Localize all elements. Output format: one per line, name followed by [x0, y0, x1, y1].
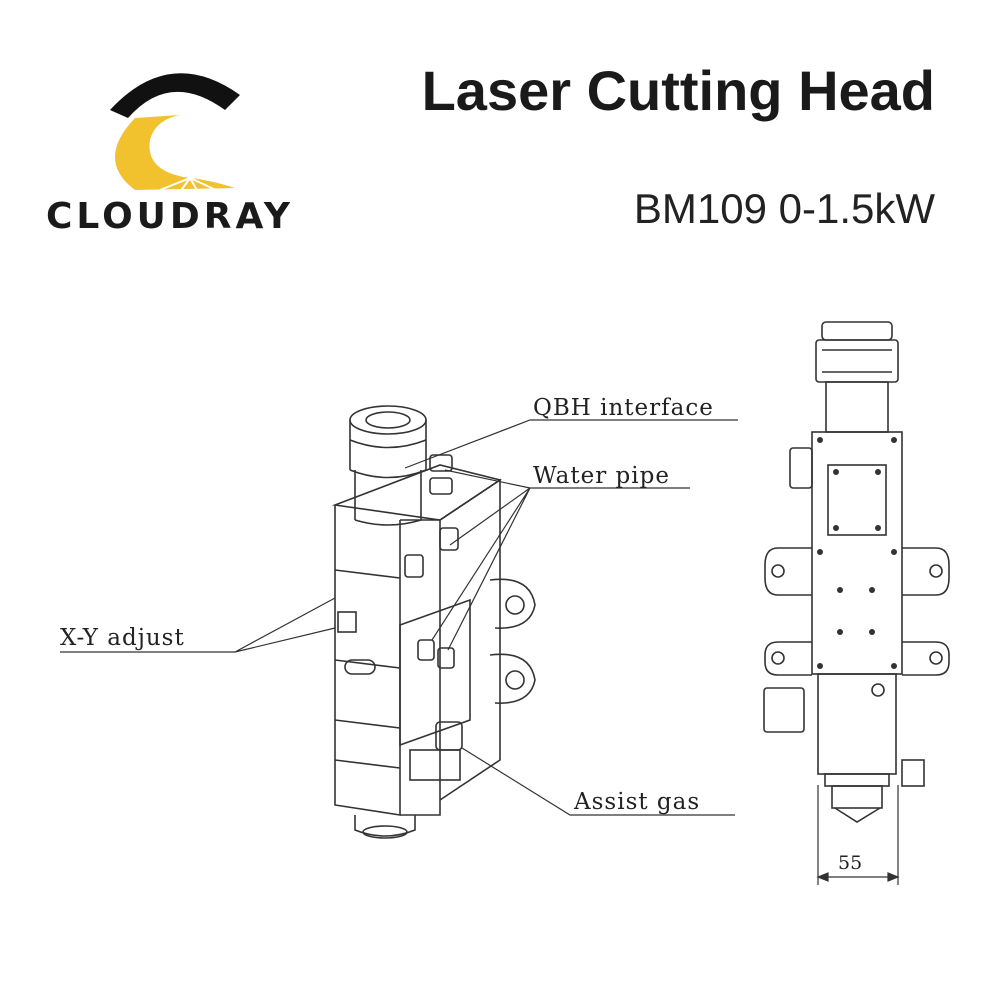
page-title: Laser Cutting Head [421, 59, 935, 122]
brand-name: CLOUDRAY [46, 196, 294, 237]
front-view [763, 321, 950, 823]
logo-black-arc [110, 73, 240, 118]
cloudray-logo [110, 73, 240, 193]
logo-rays [159, 177, 217, 193]
callout-assist-gas: Assist gas [574, 789, 701, 815]
isometric-view [331, 405, 536, 839]
model-subtitle: BM109 0-1.5kW [633, 185, 935, 232]
leader-qbh [404, 419, 738, 469]
dimension-line [817, 785, 899, 885]
callout-xy-adjust: X-Y adjust [60, 625, 185, 651]
leader-water [431, 469, 690, 651]
callout-water-pipe: Water pipe [533, 463, 670, 489]
leader-xy [60, 597, 336, 653]
callout-qbh-interface: QBH interface [533, 395, 714, 421]
leader-gas [461, 747, 735, 816]
leader-lines [60, 419, 900, 885]
logo-yellow-crescent [115, 115, 235, 190]
dimension-label: 55 [838, 852, 863, 874]
front-view-bolts [817, 437, 897, 669]
